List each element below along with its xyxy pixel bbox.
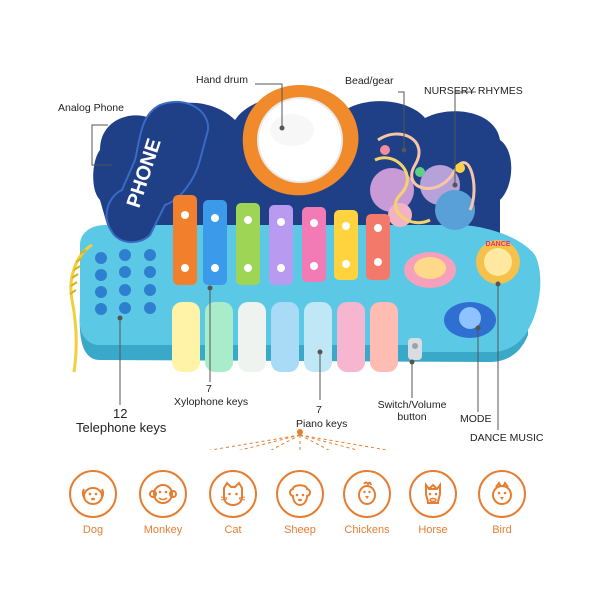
sheep-icon — [276, 470, 324, 518]
animal-name: Sheep — [284, 524, 316, 536]
bead-gear-maze — [370, 132, 476, 230]
dance-badge-text: DANCE — [486, 241, 511, 248]
animal-bird: Bird — [473, 470, 531, 536]
animal-name: Horse — [418, 524, 448, 536]
animal-sounds-row: Dog Monkey Cat Sheep Chickens Horse Bi — [0, 455, 600, 545]
animal-name: Bird — [492, 524, 512, 536]
mode-button — [444, 302, 496, 338]
phone-cord — [69, 243, 93, 373]
piano-keys — [172, 302, 398, 372]
label-switch-volume: Switch/Volume button — [372, 399, 452, 423]
label-bead-gear: Bead/gear — [345, 75, 394, 87]
animal-name: Chickens — [344, 524, 390, 536]
label-telephone-count: 12 — [113, 406, 128, 421]
dog-icon — [69, 470, 117, 518]
horse-icon — [409, 470, 457, 518]
animal-fan-lines — [207, 429, 390, 450]
dance-music-button: DANCE — [476, 240, 520, 284]
label-switch-volume-line2: button — [397, 411, 427, 423]
animal-name: Cat — [224, 524, 242, 536]
switch-volume-button — [408, 338, 422, 360]
label-analog-phone: Analog Phone — [58, 102, 124, 114]
label-mode: MODE — [460, 413, 492, 425]
label-piano-count: 7 — [316, 404, 322, 416]
cat-icon — [209, 470, 257, 518]
nursery-rhymes-button — [404, 252, 456, 288]
label-nursery-rhymes: NURSERY RHYMES — [424, 85, 523, 97]
animal-name: Monkey — [143, 524, 183, 536]
animal-horse: Horse — [404, 470, 462, 536]
monkey-icon — [139, 470, 187, 518]
hand-drum — [242, 85, 359, 196]
animal-chickens: Chickens — [338, 470, 396, 536]
bird-icon — [478, 470, 526, 518]
label-hand-drum: Hand drum — [196, 74, 248, 86]
animal-dog: Dog — [64, 470, 122, 536]
xylophone-bars — [173, 195, 390, 285]
leader-lines — [91, 83, 499, 430]
animal-cat: Cat — [204, 470, 262, 536]
label-dance-music: DANCE MUSIC — [470, 432, 544, 444]
animal-sheep: Sheep — [271, 470, 329, 536]
label-piano-keys: Piano keys — [296, 418, 348, 430]
animal-name: Dog — [82, 524, 104, 536]
toy-piano-illustration: PHONE — [69, 83, 541, 450]
animal-monkey: Monkey — [134, 470, 192, 536]
label-xylophone-count: 7 — [206, 383, 212, 395]
chicken-icon — [343, 470, 391, 518]
telephone-keypad — [95, 249, 156, 315]
label-switch-volume-line1: Switch/Volume — [377, 399, 447, 411]
label-xylophone-keys: Xylophone keys — [174, 396, 249, 408]
label-telephone-keys: Telephone keys — [76, 420, 167, 435]
